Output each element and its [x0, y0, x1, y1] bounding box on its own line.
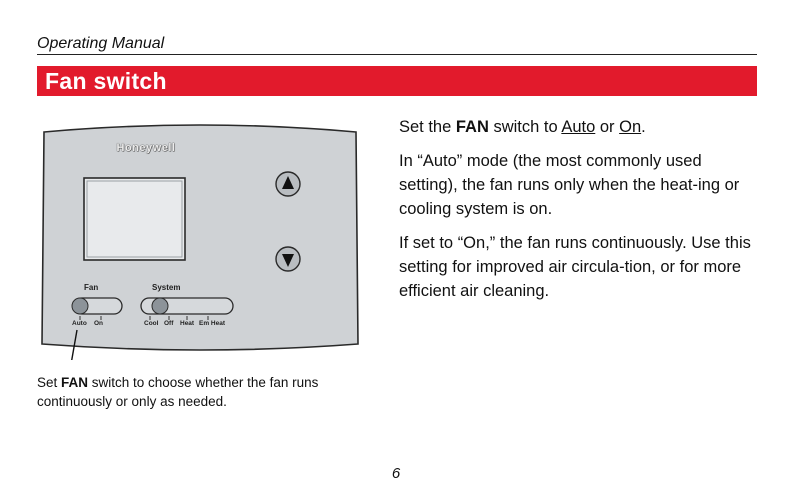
p1-option-auto: Auto [561, 118, 596, 136]
instructions-column: Set the FAN switch to Auto or On. In “Au… [399, 115, 764, 313]
thermostat-display [83, 177, 186, 261]
fan-option-auto: Auto [72, 320, 87, 327]
down-arrow-icon [275, 246, 301, 272]
instruction-paragraph-3: If set to “On,” the fan runs continuousl… [399, 234, 751, 300]
system-option-cool: Cool [144, 320, 159, 327]
p1-end: . [641, 118, 646, 136]
illustration-caption: Set FAN switch to choose whether the fan… [37, 373, 357, 411]
system-label: System [152, 283, 181, 292]
p1-pre: Set the [399, 118, 456, 136]
p1-or: or [595, 118, 620, 136]
p1-mid: switch to [488, 118, 562, 136]
fan-option-on: On [94, 320, 104, 327]
page-number: 6 [391, 465, 401, 482]
manual-header-label: Operating Manual [37, 35, 165, 52]
caption-pre: Set [37, 375, 62, 390]
instruction-paragraph-2: In “Auto” mode (the most commonly used s… [399, 152, 740, 218]
section-title: Fan switch [45, 68, 167, 94]
header-divider [37, 54, 757, 55]
thermostat-illustration: Honeywell Fan System Auto On Cool Off He… [40, 118, 364, 360]
system-option-em-heat: Em Heat [199, 320, 226, 327]
thermostat-drawing [41, 124, 359, 360]
callout-leader-line [71, 329, 78, 360]
section-title-bar: Fan switch [37, 66, 757, 96]
caption-post: switch to choose whether the fan runs co… [37, 375, 319, 409]
p1-keyword: FAN [455, 118, 489, 136]
system-option-heat: Heat [180, 320, 195, 327]
p1-option-on: On [619, 118, 642, 136]
up-arrow-icon [275, 171, 301, 197]
system-switch-knob [151, 297, 169, 315]
fan-switch-knob [71, 297, 89, 315]
fan-label: Fan [84, 283, 99, 292]
system-option-off: Off [164, 320, 174, 327]
brand-logo: Honeywell [116, 142, 176, 154]
instruction-paragraph-1: Set the FAN switch to Auto or On. [399, 115, 764, 139]
caption-keyword: FAN [61, 375, 89, 390]
